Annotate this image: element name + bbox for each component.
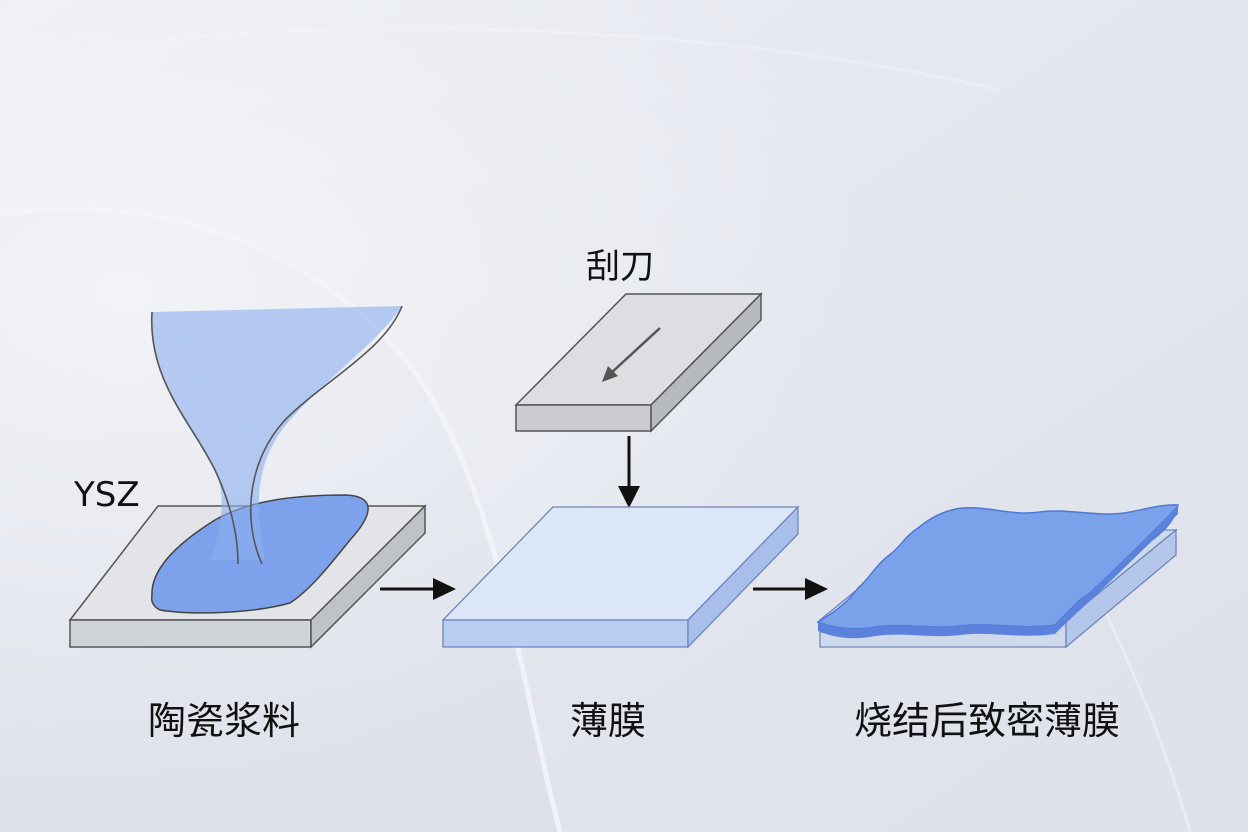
right-arrow-icon (380, 578, 456, 600)
cast-film (441, 505, 800, 649)
stage-sintered-caption: 烧结后致密薄膜 (854, 699, 1121, 743)
right-arrow-icon (753, 578, 828, 600)
doctor-blade (514, 292, 763, 433)
blade-label: 刮刀 (586, 247, 654, 287)
down-left-arrow-icon (602, 327, 661, 382)
slurry-stream (151, 306, 402, 560)
sintered-film (816, 504, 1179, 649)
stage-slurry-caption: 陶瓷浆料 (148, 699, 301, 743)
down-arrow-icon (618, 436, 640, 508)
stage-slurry (68, 305, 427, 649)
stage-film-caption: 薄膜 (570, 699, 647, 743)
material-label: YSZ (74, 475, 140, 515)
